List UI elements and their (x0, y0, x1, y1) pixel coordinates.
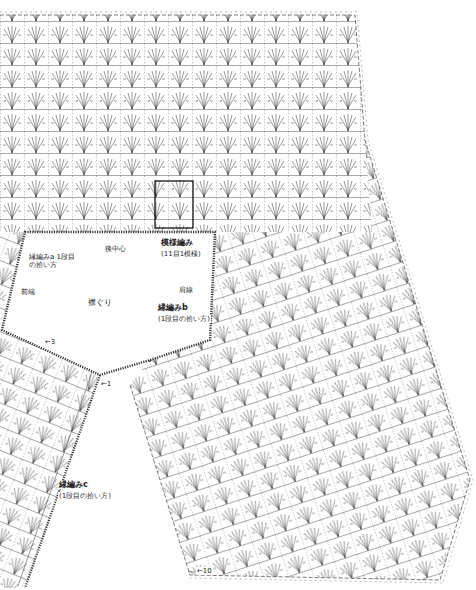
part-name: 前端 (20, 288, 36, 296)
stitch-name: 模様編み (160, 238, 194, 247)
edging-note: (1段目の拾い方) (58, 492, 112, 500)
stitch-name: 縁編みc (58, 480, 89, 489)
edging-note: (1段目の拾い方) (157, 315, 211, 323)
part-name: 肩線 (178, 286, 194, 294)
row-number: ←3 (44, 338, 56, 346)
repeat-note: (11目1模様) (160, 250, 202, 258)
stitch-name: 縁編みb (157, 303, 189, 312)
region-title: 襟ぐり (87, 297, 113, 308)
direction-note: 後中心 (104, 245, 127, 253)
row-number: ←1 (100, 380, 112, 388)
edging-note: 縁編みa 1段目の拾い方 (28, 253, 82, 269)
row-number: ←10 (196, 567, 213, 575)
